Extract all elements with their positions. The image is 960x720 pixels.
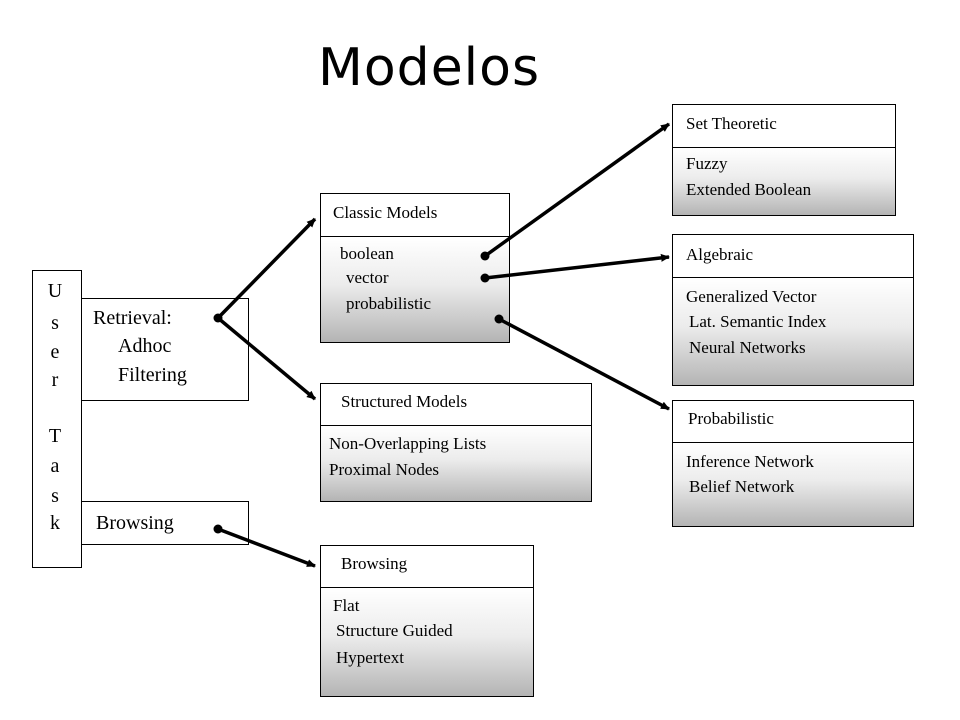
set-theoretic-box: [672, 104, 896, 216]
algebraic-item: Lat. Semantic Index: [689, 312, 827, 331]
browsing-models-header: Browsing: [341, 554, 408, 573]
browsing-models-item: Hypertext: [336, 648, 404, 667]
algebraic-item: Generalized Vector: [686, 287, 817, 306]
browsing-task-title: Browsing: [96, 512, 174, 534]
probabilistic-item: Inference Network: [686, 452, 814, 471]
user-task-letter: T: [48, 425, 62, 447]
user-task-letter: s: [51, 312, 59, 334]
arrow-vector-to-algebraic: [484, 253, 670, 280]
algebraic-header: Algebraic: [686, 245, 754, 264]
set-theoretic-header: Set Theoretic: [686, 114, 777, 133]
user-task-box: [32, 270, 82, 568]
arrow-boolean-to-set-theoretic: [483, 122, 671, 258]
retrieval-title: Retrieval:: [93, 307, 172, 329]
browsing-task-box: [81, 501, 249, 545]
classic-models-header: Classic Models: [333, 203, 438, 222]
algebraic-item: Neural Networks: [689, 338, 806, 357]
connector-dot: [494, 314, 504, 324]
set-theoretic-item: Fuzzy: [686, 154, 728, 173]
arrow-retrieval-to-structured: [216, 316, 317, 401]
connector-dot: [480, 251, 490, 261]
browsing-models-item: Structure Guided: [336, 621, 453, 640]
arrow-retrieval-to-classic: [216, 217, 317, 320]
user-task-letter: e: [50, 341, 60, 363]
probabilistic-box: [672, 400, 914, 527]
browsing-models-item: Flat: [333, 596, 360, 615]
retrieval-item: Filtering: [118, 364, 187, 386]
classic-models-item: vector: [346, 268, 389, 287]
connector-dot: [213, 313, 223, 323]
user-task-letter: U: [47, 280, 63, 302]
structured-models-item: Proximal Nodes: [329, 460, 440, 479]
user-task-letter: a: [50, 455, 60, 477]
user-task-letter: r: [51, 369, 59, 391]
retrieval-item: Adhoc: [118, 335, 172, 357]
arrow-probabilistic-to-probabilistic: [498, 317, 670, 411]
classic-models-item: boolean: [340, 244, 394, 263]
classic-models-item: probabilistic: [346, 294, 431, 313]
probabilistic-header: Probabilistic: [688, 409, 774, 428]
algebraic-box: [672, 234, 914, 386]
structured-models-box: [320, 383, 592, 502]
connector-dot: [213, 524, 223, 534]
classic-models-box: [320, 193, 510, 343]
probabilistic-item: Belief Network: [689, 477, 795, 496]
user-task-letter: s: [51, 485, 59, 507]
structured-models-item: Non-Overlapping Lists: [329, 434, 487, 453]
page-title: Modelos: [318, 38, 541, 98]
structured-models-header: Structured Models: [341, 392, 468, 411]
set-theoretic-item: Extended Boolean: [686, 180, 812, 199]
connector-dot: [480, 273, 490, 283]
arrow-browsing-to-browsing-models: [217, 527, 316, 568]
user-task-letter: k: [50, 512, 60, 534]
browsing-models-box: [320, 545, 534, 697]
